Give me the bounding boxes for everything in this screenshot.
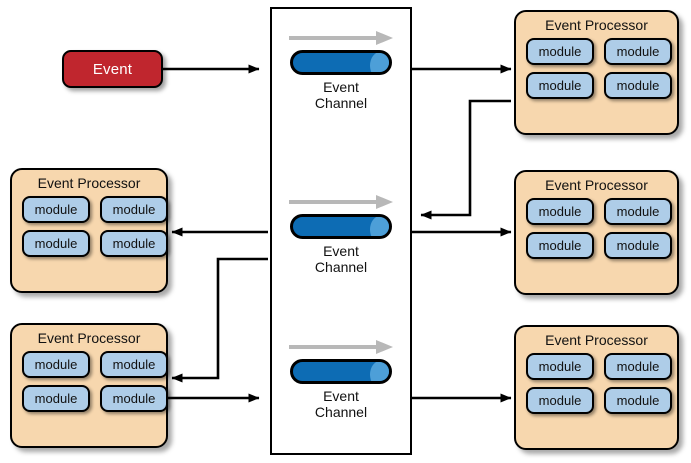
module-grid: module module module module bbox=[526, 38, 672, 100]
module-grid: module module module module bbox=[526, 198, 672, 260]
event-channel-middle[interactable]: Event Channel bbox=[281, 195, 401, 275]
event-channel-bottom[interactable]: Event Channel bbox=[281, 340, 401, 420]
module-pill[interactable]: module bbox=[604, 232, 672, 260]
event-channel-container: Event Channel Event Channel bbox=[270, 7, 412, 455]
channel-pipe bbox=[290, 359, 392, 384]
module-pill[interactable]: module bbox=[100, 196, 168, 224]
right-arrow-icon bbox=[289, 340, 393, 354]
right-arrow-icon bbox=[289, 31, 393, 45]
event-channel-label: Event Channel bbox=[314, 79, 368, 112]
module-pill[interactable]: module bbox=[604, 38, 672, 66]
module-pill[interactable]: module bbox=[526, 38, 594, 66]
wire-top-right-processor-to-middle-channel bbox=[420, 99, 511, 220]
module-grid: module module module module bbox=[22, 351, 168, 413]
module-pill[interactable]: module bbox=[526, 387, 594, 415]
processor-title: Event Processor bbox=[545, 17, 648, 33]
processor-middle-right[interactable]: Event Processor module module module mod… bbox=[514, 170, 679, 295]
module-grid: module module module module bbox=[22, 196, 168, 258]
module-pill[interactable]: module bbox=[526, 198, 594, 226]
module-pill[interactable]: module bbox=[100, 230, 168, 258]
processor-top-right[interactable]: Event Processor module module module mod… bbox=[514, 10, 679, 135]
module-pill[interactable]: module bbox=[604, 198, 672, 226]
module-pill[interactable]: module bbox=[526, 72, 594, 100]
right-arrow-icon bbox=[289, 195, 393, 209]
processor-bottom-left[interactable]: Event Processor module module module mod… bbox=[10, 323, 168, 448]
module-pill[interactable]: module bbox=[22, 351, 90, 379]
event-source-box[interactable]: Event bbox=[62, 50, 163, 88]
processor-bottom-right[interactable]: Event Processor module module module mod… bbox=[514, 325, 679, 450]
processor-title: Event Processor bbox=[37, 175, 141, 191]
module-pill[interactable]: module bbox=[100, 351, 168, 379]
module-pill[interactable]: module bbox=[526, 232, 594, 260]
pipe-cap bbox=[370, 362, 389, 381]
pipe-cap bbox=[370, 53, 389, 72]
channel-pipe bbox=[290, 214, 392, 239]
event-channel-label: Event Channel bbox=[314, 243, 368, 276]
channel-pipe bbox=[290, 50, 392, 75]
module-pill[interactable]: module bbox=[604, 353, 672, 381]
module-grid: module module module module bbox=[526, 353, 672, 415]
module-pill[interactable]: module bbox=[526, 353, 594, 381]
module-pill[interactable]: module bbox=[22, 385, 90, 413]
wire-middle-channel-to-bottom-left-processor bbox=[171, 257, 268, 383]
event-channel-label: Event Channel bbox=[314, 388, 368, 421]
processor-title: Event Processor bbox=[37, 330, 141, 346]
processor-title: Event Processor bbox=[545, 177, 648, 193]
processor-title: Event Processor bbox=[545, 332, 648, 348]
module-pill[interactable]: module bbox=[22, 196, 90, 224]
module-pill[interactable]: module bbox=[604, 387, 672, 415]
module-pill[interactable]: module bbox=[22, 230, 90, 258]
module-pill[interactable]: module bbox=[604, 72, 672, 100]
event-source-label: Event bbox=[92, 60, 133, 78]
processor-middle-left[interactable]: Event Processor module module module mod… bbox=[10, 168, 168, 293]
module-pill[interactable]: module bbox=[100, 385, 168, 413]
pipe-cap bbox=[370, 217, 389, 236]
event-channel-top[interactable]: Event Channel bbox=[281, 31, 401, 111]
